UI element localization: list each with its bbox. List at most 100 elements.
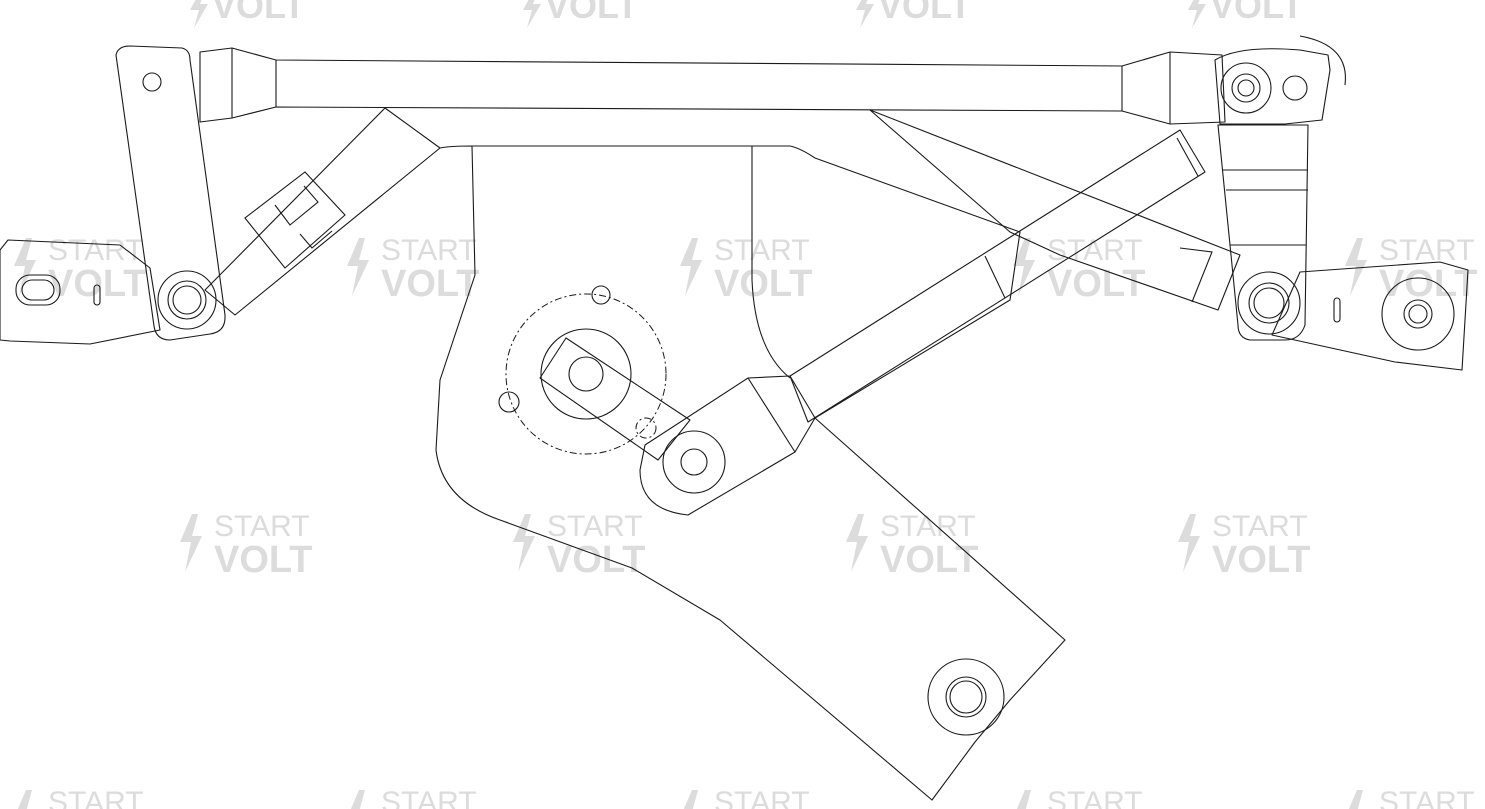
motor-mount-plate: [435, 145, 1066, 801]
watermark-start: START: [880, 510, 976, 543]
watermark-volt: VOLT: [48, 263, 147, 305]
watermark-volt: VOLT: [1212, 539, 1311, 581]
right-bracket-grommet: [1381, 277, 1455, 351]
watermark-volt: VOLT: [214, 539, 313, 581]
left-bracket-small-slot: [93, 284, 101, 306]
left-bracket-slot-inner: [21, 279, 55, 301]
bolt-icon: [1188, 0, 1206, 28]
right-upper-pivot-ring: [1231, 73, 1261, 103]
motor-shaft: [568, 356, 604, 392]
left-diagonal-tube: [204, 107, 441, 316]
bolt-icon: [1178, 514, 1200, 572]
bolt-icon: [17, 790, 32, 809]
bolt-icon: [1016, 790, 1031, 809]
watermark-start: START: [381, 786, 477, 809]
drive-link-rod: [789, 129, 1206, 423]
right-lower-tube: [869, 109, 1241, 311]
watermark-volt: VOLT: [381, 263, 480, 305]
watermark: START VOLT: [1013, 234, 1146, 305]
motor-housing-outline: [505, 293, 667, 455]
watermark-start: START: [1379, 786, 1475, 809]
drive-link-eye-bore: [680, 448, 708, 476]
watermark-volt: VOLT: [547, 539, 646, 581]
left-mount-bracket: [0, 239, 161, 345]
right-bracket-grommet-ring: [1403, 299, 1433, 329]
left-crank-arm: [115, 45, 226, 341]
bolt-icon: [1345, 238, 1367, 296]
right-upper-pivot-bore: [1237, 79, 1255, 97]
watermark-volt: VOLT: [1379, 263, 1478, 305]
right-bracket-small-slot: [1333, 297, 1341, 323]
watermark: START VOLT: [856, 0, 971, 28]
bolt-icon: [523, 0, 541, 28]
watermark: START VOLT: [180, 510, 313, 581]
right-bracket-grommet-bore: [1408, 304, 1428, 324]
watermark: START VOLT: [14, 234, 147, 305]
bolt-icon: [856, 0, 874, 28]
watermark: START: [1016, 786, 1143, 809]
watermark-start: START: [1212, 510, 1308, 543]
plate-inner-edge: [751, 146, 791, 379]
watermark: START VOLT: [1345, 234, 1478, 305]
watermark: START: [683, 786, 810, 809]
watermark-layer: START VOLT START VOLT START VOLT START V…: [14, 0, 1478, 809]
drive-link-joint: [1176, 137, 1199, 177]
watermark: START: [1348, 786, 1475, 809]
drive-link-eye-outer: [662, 430, 726, 494]
left-pivot-outer: [157, 270, 217, 330]
watermark-start: START: [714, 786, 810, 809]
bolt-icon: [1013, 238, 1035, 296]
lower-mount-grommet-ring: [945, 676, 987, 718]
right-crank-arm: [1217, 124, 1309, 341]
right-tube-clamp: [1179, 247, 1213, 303]
watermark-volt: VOLT: [1047, 263, 1146, 305]
crank-pin-hole: [142, 72, 162, 92]
watermark-start: START: [1379, 234, 1475, 267]
bolt-icon: [14, 238, 36, 296]
watermark: START VOLT: [190, 0, 305, 28]
bolt-icon: [190, 0, 208, 28]
left-bracket-slot: [15, 274, 61, 306]
watermark: START: [17, 786, 144, 809]
motor-bolt-hole: [591, 285, 611, 305]
watermark-volt: VOLT: [1210, 0, 1303, 26]
bolt-icon: [350, 790, 365, 809]
right-mount-bracket: [1271, 261, 1469, 371]
watermark: START VOLT: [513, 510, 646, 581]
watermark-start: START: [714, 234, 810, 267]
left-pivot-bore: [172, 285, 202, 315]
right-upper-pivot-outer: [1220, 62, 1272, 114]
watermark-start: START: [214, 510, 310, 543]
watermark: START VOLT: [846, 510, 979, 581]
lower-mount-grommet: [927, 658, 1005, 736]
watermark-volt: VOLT: [714, 263, 813, 305]
bolt-icon: [683, 790, 698, 809]
watermark: START VOLT: [523, 0, 638, 28]
left-tube-clamp: [244, 171, 346, 269]
crank-pin-outline: [635, 417, 657, 439]
watermark-volt: VOLT: [880, 539, 979, 581]
watermark: START: [350, 786, 477, 809]
watermark-start: START: [48, 786, 144, 809]
motor-bolt-hole: [498, 391, 520, 413]
upper-connecting-rod: [199, 47, 1226, 125]
watermark-start: START: [381, 234, 477, 267]
right-lower-pivot-outer: [1237, 271, 1301, 335]
watermark-volt: VOLT: [212, 0, 305, 26]
watermark-start: START: [1047, 786, 1143, 809]
right-lower-pivot-bore: [1253, 287, 1285, 319]
watermark: START VOLT: [347, 234, 480, 305]
drive-link-joint: [984, 255, 1006, 299]
lower-mount-grommet-bore: [949, 680, 983, 714]
motor-crank: [539, 337, 691, 461]
watermark-start: START: [547, 510, 643, 543]
bolt-icon: [1348, 790, 1363, 809]
right-pivot-head: [1214, 48, 1331, 125]
drive-link-end-line: [747, 377, 796, 453]
motor-shaft-boss: [540, 328, 632, 420]
bolt-icon: [846, 514, 868, 572]
left-pivot-ring: [167, 280, 207, 320]
bolt-icon: [513, 514, 535, 572]
watermark-volt: VOLT: [878, 0, 971, 26]
